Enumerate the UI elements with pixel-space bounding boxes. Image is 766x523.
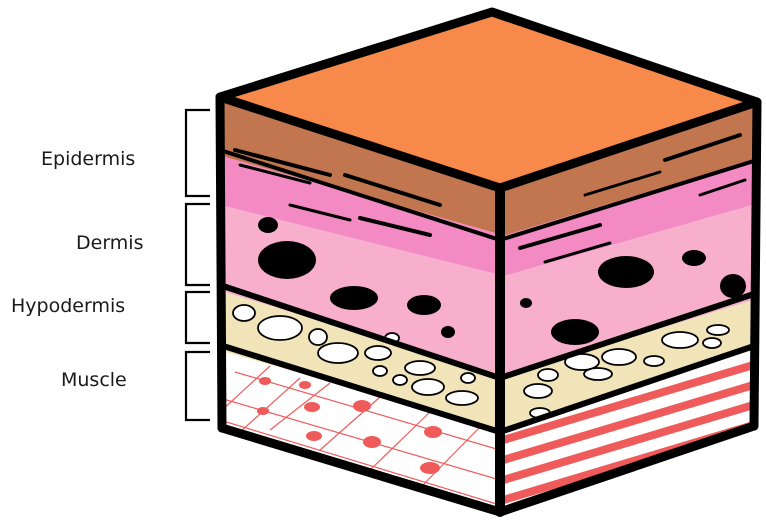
left-dermis-hole (407, 295, 441, 315)
epidermis-bracket (186, 110, 210, 196)
muscle-nucleus (306, 431, 322, 441)
fat-cell (703, 338, 721, 348)
cube-right-edge (754, 102, 757, 426)
fat-cell (662, 332, 698, 348)
fat-cell (538, 369, 558, 381)
fat-cell (584, 368, 612, 380)
fat-cell (258, 316, 302, 340)
fat-cell (644, 356, 664, 366)
muscle-nucleus (420, 462, 440, 474)
label-muscle: Muscle (61, 369, 127, 391)
right-dermis-hole (720, 274, 746, 298)
fat-cell (365, 346, 391, 360)
fat-cell (309, 329, 327, 345)
right-dermis-hole (551, 319, 599, 345)
hypodermis-bracket (186, 292, 210, 343)
fat-cell (233, 305, 255, 321)
muscle-nucleus (424, 426, 442, 438)
muscle-nucleus (299, 381, 311, 389)
label-epidermis: Epidermis (41, 148, 135, 170)
left-dermis-hole (258, 217, 278, 233)
fat-cell (461, 373, 475, 383)
right-dermis-hole (682, 250, 706, 266)
fat-cell (393, 375, 407, 385)
left-dermis-hole (258, 241, 316, 279)
muscle-nucleus (304, 402, 320, 412)
right-dermis-hole (520, 298, 532, 308)
muscle-nucleus (257, 407, 269, 415)
dermis-bracket (186, 204, 210, 285)
label-dermis: Dermis (76, 232, 143, 254)
muscle-nucleus (353, 400, 371, 412)
fat-cell (602, 349, 636, 365)
left-dermis-hole (330, 286, 378, 310)
fat-cell (707, 325, 729, 335)
fat-cell (318, 343, 358, 363)
fat-cell (412, 379, 444, 395)
muscle-bracket (186, 352, 210, 420)
muscle-nucleus (363, 436, 381, 448)
fat-cell (446, 391, 478, 405)
right-dermis-hole (598, 256, 654, 288)
layer-brackets (186, 110, 210, 420)
left-dermis-hole (441, 326, 455, 338)
cube-left-edge (220, 97, 222, 428)
fat-cell (373, 366, 387, 376)
fat-cell (405, 361, 435, 375)
label-hypodermis: Hypodermis (11, 295, 125, 317)
fat-cell (524, 384, 552, 398)
muscle-nucleus (259, 377, 271, 385)
